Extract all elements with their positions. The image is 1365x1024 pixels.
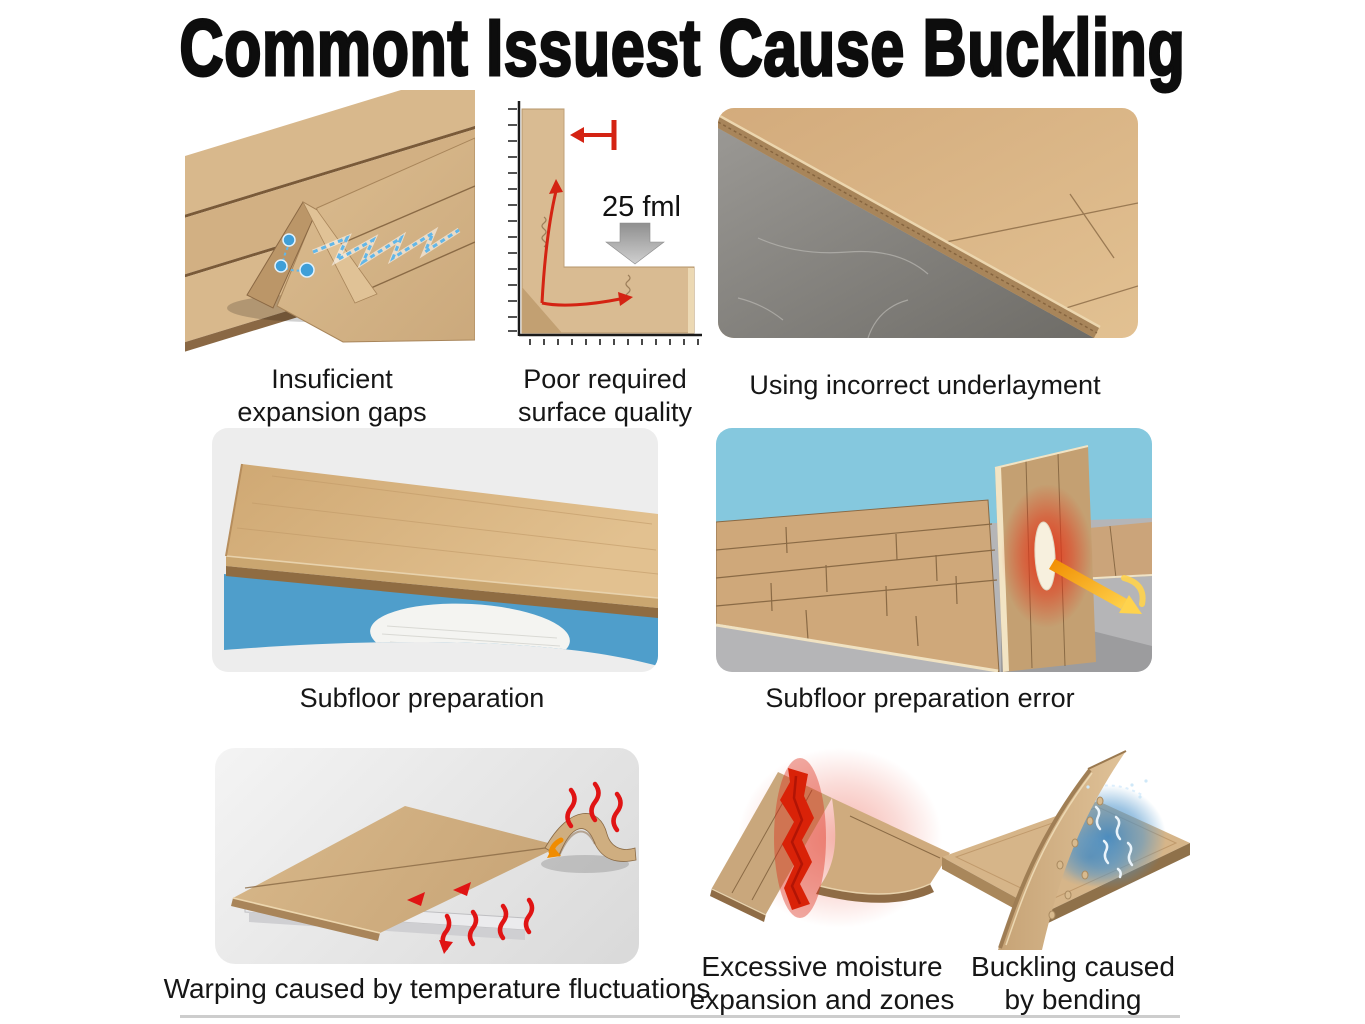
plank-edge-upper (226, 556, 658, 608)
caption-subfloor-preparation-error: Subfloor preparation error (765, 683, 1075, 713)
plank-sheet (233, 806, 560, 933)
expansion-up-arrow-icon (540, 179, 563, 304)
stress-arrows-icon (407, 837, 564, 906)
caption-incorrect-underlayment: Using incorrect underlayment (749, 370, 1101, 400)
gap-measurement-label: 25 fml (602, 191, 681, 223)
right-board (816, 798, 950, 903)
front-sheet (276, 137, 475, 343)
gap-measure-arrow-icon (570, 120, 617, 150)
yellow-arrow-icon (1049, 559, 1146, 614)
heat-wave-icon (467, 781, 623, 947)
expansion-right-arrow-icon (541, 292, 633, 307)
horizontal-axis-ticks (529, 339, 699, 345)
panel-subfloor-preparation (212, 428, 658, 672)
page-title: Commont Issuest Cause Buckling (178, 3, 1186, 92)
vertical-axis-ticks (508, 108, 517, 332)
bent-plank-illustration (942, 750, 1190, 950)
wood-floor (716, 499, 1000, 672)
plank-edge-strip (718, 114, 1100, 338)
moisture-crack-icon (780, 768, 814, 910)
buckled-planks-illustration (185, 90, 475, 360)
down-arrow-icon (605, 222, 665, 265)
mist-dots (1086, 779, 1148, 799)
plank-top-face (226, 464, 658, 598)
caption-poor-surface-quality: Poor required surface quality (517, 364, 693, 427)
underlayment-layers-illustration (224, 463, 658, 666)
caption-excessive-moisture: Excessive moisture expansion and zones (689, 951, 955, 1015)
down-heat-arrowheads (439, 913, 453, 954)
gap-lens (1034, 521, 1056, 591)
front-sheet-seams (330, 185, 475, 297)
moisture-squiggles (1094, 805, 1134, 879)
warped-plank-illustration (231, 781, 637, 954)
panel-incorrect-underlayment (718, 108, 1138, 338)
floor-edge-photo (718, 108, 1138, 338)
moisture-dots-icon (274, 233, 315, 278)
plank-edge-lower (226, 566, 658, 618)
illegible-scribble (541, 216, 631, 300)
wood-grain (236, 475, 658, 575)
moisture-crack-illustration (710, 748, 950, 928)
water-drop-icon (1048, 796, 1104, 920)
footer-divider (180, 1015, 1180, 1018)
panel-warping-temperature (215, 748, 639, 964)
caption-warping-temperature: Warping caused by temperature fluctuatio… (163, 973, 711, 1004)
front-edge (231, 898, 380, 941)
panel-excessive-moisture (700, 738, 970, 950)
caption-subfloor-preparation: Subfloor preparation (299, 683, 545, 713)
gap-measurement-diagram (508, 101, 702, 345)
bent-plank (998, 750, 1127, 950)
caption-buckling-bending: Buckling caused by bending (971, 951, 1175, 1015)
moisture-zigzag-icon (312, 228, 460, 266)
caption-insufficient-expansion-gaps: Insuficient expansion gaps (237, 364, 427, 427)
panel-subfloor-preparation-error (716, 428, 1152, 672)
panel-buckling-bending (940, 745, 1190, 950)
corner-bevel (522, 287, 562, 333)
wall-gap-error-illustration (716, 428, 1152, 672)
plank-end-face (688, 268, 694, 333)
concrete-cracks (737, 237, 929, 338)
panel-expansion-gap-diagram: 25 fml (500, 95, 710, 355)
panel-insufficient-expansion-gaps (185, 90, 475, 360)
